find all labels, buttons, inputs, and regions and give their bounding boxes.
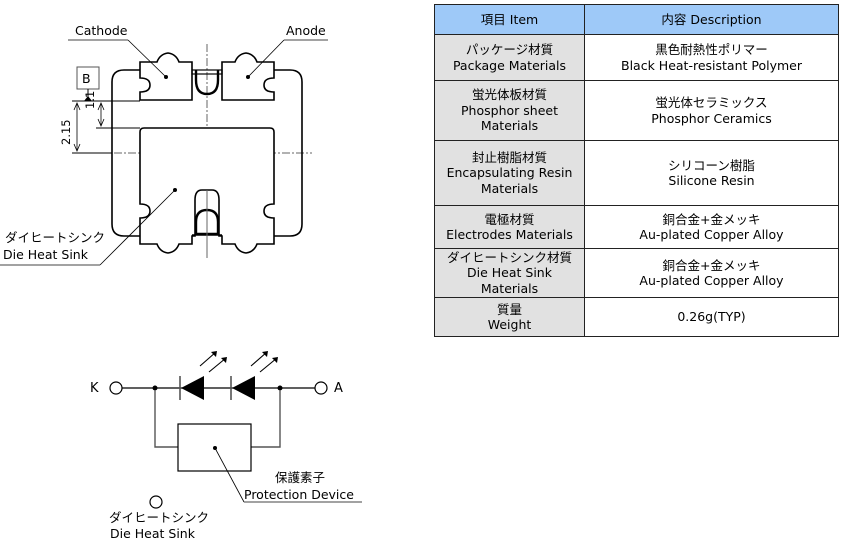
cell-text-line: シリコーン樹脂	[668, 157, 755, 173]
cell-text-line: 封止樹脂材質	[471, 149, 547, 165]
cell-text-line: Weight	[487, 317, 532, 332]
cell-text-line: ダイヒートシンク材質	[446, 249, 572, 265]
cell-text-line: 蛍光体板材質	[471, 87, 547, 103]
terminal-k	[109, 381, 123, 395]
top-notch	[194, 70, 220, 96]
cell-text-line: パッケージ材質	[465, 42, 554, 57]
junction-k	[152, 385, 158, 391]
cell-text-line: 蛍光体セラミックス	[655, 95, 768, 110]
circuit-die-heat-sink-label-en: Die Heat Sink	[110, 526, 195, 541]
junction-a	[277, 385, 283, 391]
datum-label: B	[82, 71, 91, 86]
cell-text-line: Die Heat Sink	[467, 265, 552, 281]
cell-text-line: Phosphor Ceramics	[651, 110, 772, 126]
cell-text-line: 銅合金+金メッキ	[662, 257, 761, 273]
cell-text-line: 銅合金+金メッキ	[662, 211, 761, 227]
description-cell: 0.26g(TYP)	[584, 297, 839, 337]
cell-text-line: Au-plated Copper Alloy	[639, 227, 784, 242]
dimension-2-15-label: 2.15	[59, 119, 73, 145]
cell-text-line: Electrodes Materials	[446, 227, 573, 242]
cell-text-line: 黒色耐熱性ポリマー	[655, 42, 768, 57]
circuit-die-heat-sink-label-jp: ダイヒートシンク	[109, 510, 210, 525]
table-header-row: 項目 Item 内容 Description	[434, 4, 839, 35]
cell-text-line: Package Materials	[452, 57, 567, 73]
cell-text-line: 質量	[496, 301, 522, 317]
cell-text-line: 電極材質	[484, 211, 535, 227]
cell-text-line: Materials	[480, 180, 539, 196]
anode-marker-dot	[246, 75, 250, 79]
die-heat-sink-label-en: Die Heat Sink	[3, 247, 88, 262]
terminal-a	[314, 381, 328, 395]
led-2	[230, 351, 278, 400]
header-item: 項目 Item	[434, 4, 585, 35]
die-heat-sink-label-jp: ダイヒートシンク	[5, 230, 106, 245]
cell-text-line: 0.26g(TYP)	[677, 309, 746, 325]
protection-device-label-jp: 保護素子	[275, 470, 326, 485]
terminal-a-label: A	[334, 381, 343, 396]
dimension-1-1-label: 1.1	[83, 90, 97, 109]
cell-text-line: Encapsulating Resin	[446, 165, 573, 181]
cell-text-line: Materials	[480, 280, 539, 296]
die-heat-sink-terminal	[149, 495, 163, 509]
terminal-k-label: K	[90, 381, 99, 396]
cell-text-line: Silicone Resin	[668, 173, 755, 188]
led-1	[179, 351, 227, 400]
circuit-diagram	[109, 351, 362, 509]
cathode-marker-dot	[164, 75, 168, 79]
package-outline-drawing	[0, 39, 328, 266]
header-description: 内容 Description	[584, 4, 839, 35]
cell-text-line: Au-plated Copper Alloy	[639, 273, 784, 288]
protection-device-label-en: Protection Device	[244, 487, 354, 502]
cathode-label: Cathode	[75, 23, 128, 38]
anode-label: Anode	[286, 23, 326, 38]
die-heat-sink-pad	[139, 127, 275, 254]
cell-text-line: Black Heat-resistant Polymer	[621, 57, 802, 73]
cell-text-line: Materials	[480, 118, 539, 134]
die-heat-sink-marker-dot	[173, 188, 177, 192]
cell-text-line: Phosphor sheet	[461, 102, 558, 118]
